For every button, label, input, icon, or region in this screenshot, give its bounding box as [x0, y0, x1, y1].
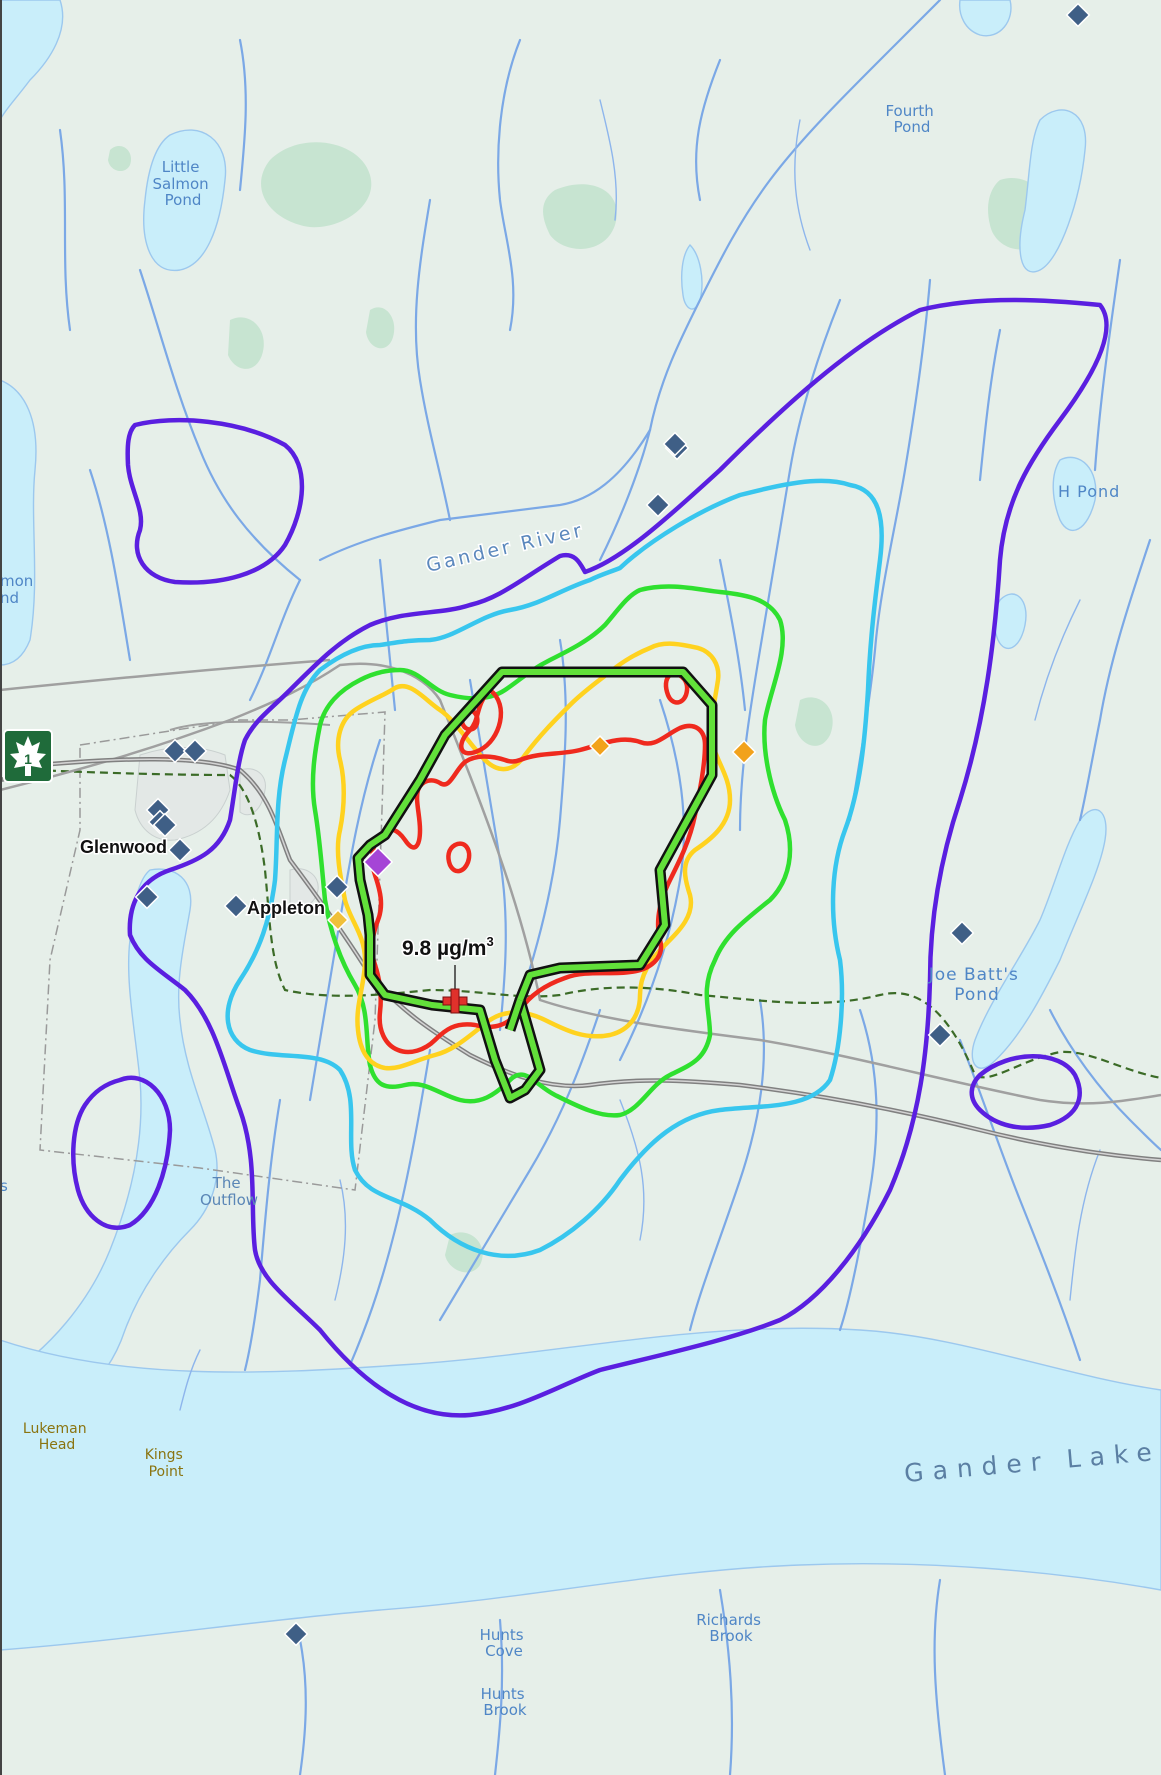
yellow-marker	[327, 909, 349, 931]
receptor-marker	[645, 492, 671, 518]
forest-patches	[108, 142, 1049, 1273]
contour-second	[225, 478, 884, 1259]
receptor-marker	[152, 812, 178, 838]
contour-fourth	[335, 641, 733, 1071]
streams	[58, 0, 1161, 1775]
receptor-marker	[283, 1621, 309, 1647]
contour-inner-main	[369, 723, 708, 1055]
label-appleton: Appleton	[247, 898, 325, 918]
label-glenwood: Glenwood	[80, 837, 167, 857]
receptor-marker	[1065, 2, 1091, 28]
railway-line	[0, 658, 1161, 1105]
svg-text:1: 1	[24, 751, 32, 767]
contour-outer-east-island	[969, 1054, 1082, 1130]
contour-third	[310, 584, 793, 1118]
label-richards-brook: Richards Brook	[696, 1611, 766, 1645]
concentration-contours	[71, 297, 1109, 1418]
contour-outer-sw-island	[71, 1075, 173, 1230]
max-concentration-label: 9.8 µg/m3	[402, 934, 494, 960]
municipal-boundary	[39, 711, 386, 1191]
water-bodies	[0, 0, 1161, 1651]
receptor-marker	[662, 431, 688, 457]
receptor-marker	[927, 1022, 953, 1048]
label-h-pond: H Pond	[1058, 482, 1120, 501]
facility-boundary-fill	[355, 669, 715, 1101]
salmon-pond-west-water	[0, 379, 37, 666]
label-lukeman-head: Lukeman Head	[23, 1421, 91, 1453]
label-partial-s: s	[0, 1177, 8, 1195]
little-salmon-pond-water	[143, 129, 227, 272]
contour-outer-nw-island	[125, 417, 305, 585]
receptor-marker	[167, 837, 193, 863]
receptor-marker	[162, 738, 188, 764]
label-joe-batts-pond: Joe Batt's Pond	[928, 965, 1026, 1005]
contour-inner-small-a	[446, 841, 472, 874]
red-cross-icon	[442, 988, 468, 1014]
gander-river-pond	[681, 243, 703, 310]
label-little-salmon-pond: Little Salmon Pond	[153, 158, 214, 209]
receptor-marker	[324, 874, 350, 900]
contour-outer	[127, 297, 1109, 1418]
purple-marker	[362, 846, 394, 878]
orange-marker	[589, 735, 611, 757]
label-kings-point: Kings Point	[145, 1447, 188, 1480]
label-hunts-brook: Hunts Brook	[481, 1685, 530, 1719]
receptor-marker	[134, 884, 160, 910]
joe-batts-pond-water	[971, 808, 1107, 1069]
receptor-markers	[134, 2, 1091, 1647]
the-outflow-water	[0, 868, 218, 1396]
label-the-outflow: The Outflow	[200, 1174, 258, 1209]
orange-marker	[731, 739, 757, 765]
maple-leaf-highway-shield-icon: 1	[3, 729, 53, 783]
top-left-lake	[0, 0, 64, 121]
label-salmon-pond-partial: mon nd	[0, 572, 38, 607]
h-pond-water	[1052, 456, 1097, 532]
trail-line	[34, 768, 1161, 1080]
receptor-marker	[182, 738, 208, 764]
gander-lake-water	[0, 1327, 1161, 1651]
top-right-lake	[958, 0, 1012, 37]
max-concentration-marker	[442, 965, 468, 1014]
label-fourth-pond: Fourth Pond	[885, 102, 938, 136]
label-hunts-cove: Hunts Cove	[480, 1626, 529, 1660]
receptor-marker	[949, 920, 975, 946]
fourth-pond-water	[1019, 109, 1087, 273]
receptor-marker	[223, 893, 249, 919]
